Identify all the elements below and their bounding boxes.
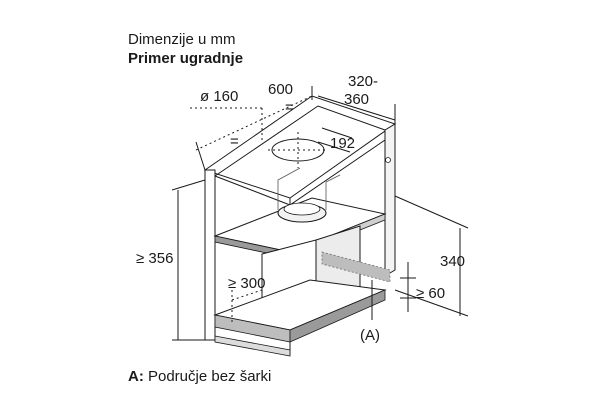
width-dim-tick-left bbox=[195, 141, 206, 171]
depth-dim-line bbox=[317, 95, 396, 121]
width-dim-line bbox=[195, 95, 313, 151]
cabinet-height-label: ≥ 356 bbox=[136, 250, 173, 267]
inner-depth-guide-h bbox=[231, 289, 263, 301]
title-units: Dimenzije u mm bbox=[128, 31, 236, 48]
offset-label: 192 bbox=[330, 135, 355, 152]
inner-height-tick-bottom bbox=[394, 289, 469, 317]
cabinet-height-tick-top bbox=[171, 179, 206, 191]
cabinet-right-side bbox=[384, 123, 396, 277]
duct-pipe bbox=[277, 167, 301, 210]
legend-text: Područje bez šarki bbox=[143, 368, 272, 385]
legend-key: A: bbox=[128, 368, 144, 385]
cabinet-top-rim bbox=[214, 105, 386, 177]
no-hinge-area bbox=[321, 251, 391, 283]
legend-note: A: Područje bez šarki bbox=[128, 368, 271, 385]
equal-sign-top: = bbox=[285, 99, 294, 116]
depth-label-top: 320- bbox=[348, 73, 378, 90]
bottom-shelf-side bbox=[289, 289, 386, 343]
offset-dim-line-2 bbox=[317, 141, 351, 153]
diameter-label: ø 160 bbox=[200, 88, 238, 105]
hood-duct-ring-inner bbox=[283, 202, 321, 216]
diagram-title: Dimenzije u mm Primer ugradnje bbox=[128, 30, 243, 68]
title-example: Primer ugradnje bbox=[128, 50, 244, 67]
depth-label-bottom: 360 bbox=[344, 91, 369, 108]
inner-height-tick-top bbox=[394, 195, 469, 229]
duct-pipe-right bbox=[325, 174, 341, 210]
offset-dim-line bbox=[321, 127, 353, 139]
equal-sign-left: = bbox=[230, 133, 239, 150]
area-marker-label: (A) bbox=[360, 327, 380, 344]
inner-depth-label: ≥ 300 bbox=[228, 275, 265, 292]
cabinet-left-post bbox=[204, 169, 216, 341]
hinge-knob bbox=[385, 157, 391, 163]
inner-height-label: 340 bbox=[440, 253, 465, 270]
width-label: 600 bbox=[268, 81, 293, 98]
gap-label: ≥ 60 bbox=[416, 285, 445, 302]
